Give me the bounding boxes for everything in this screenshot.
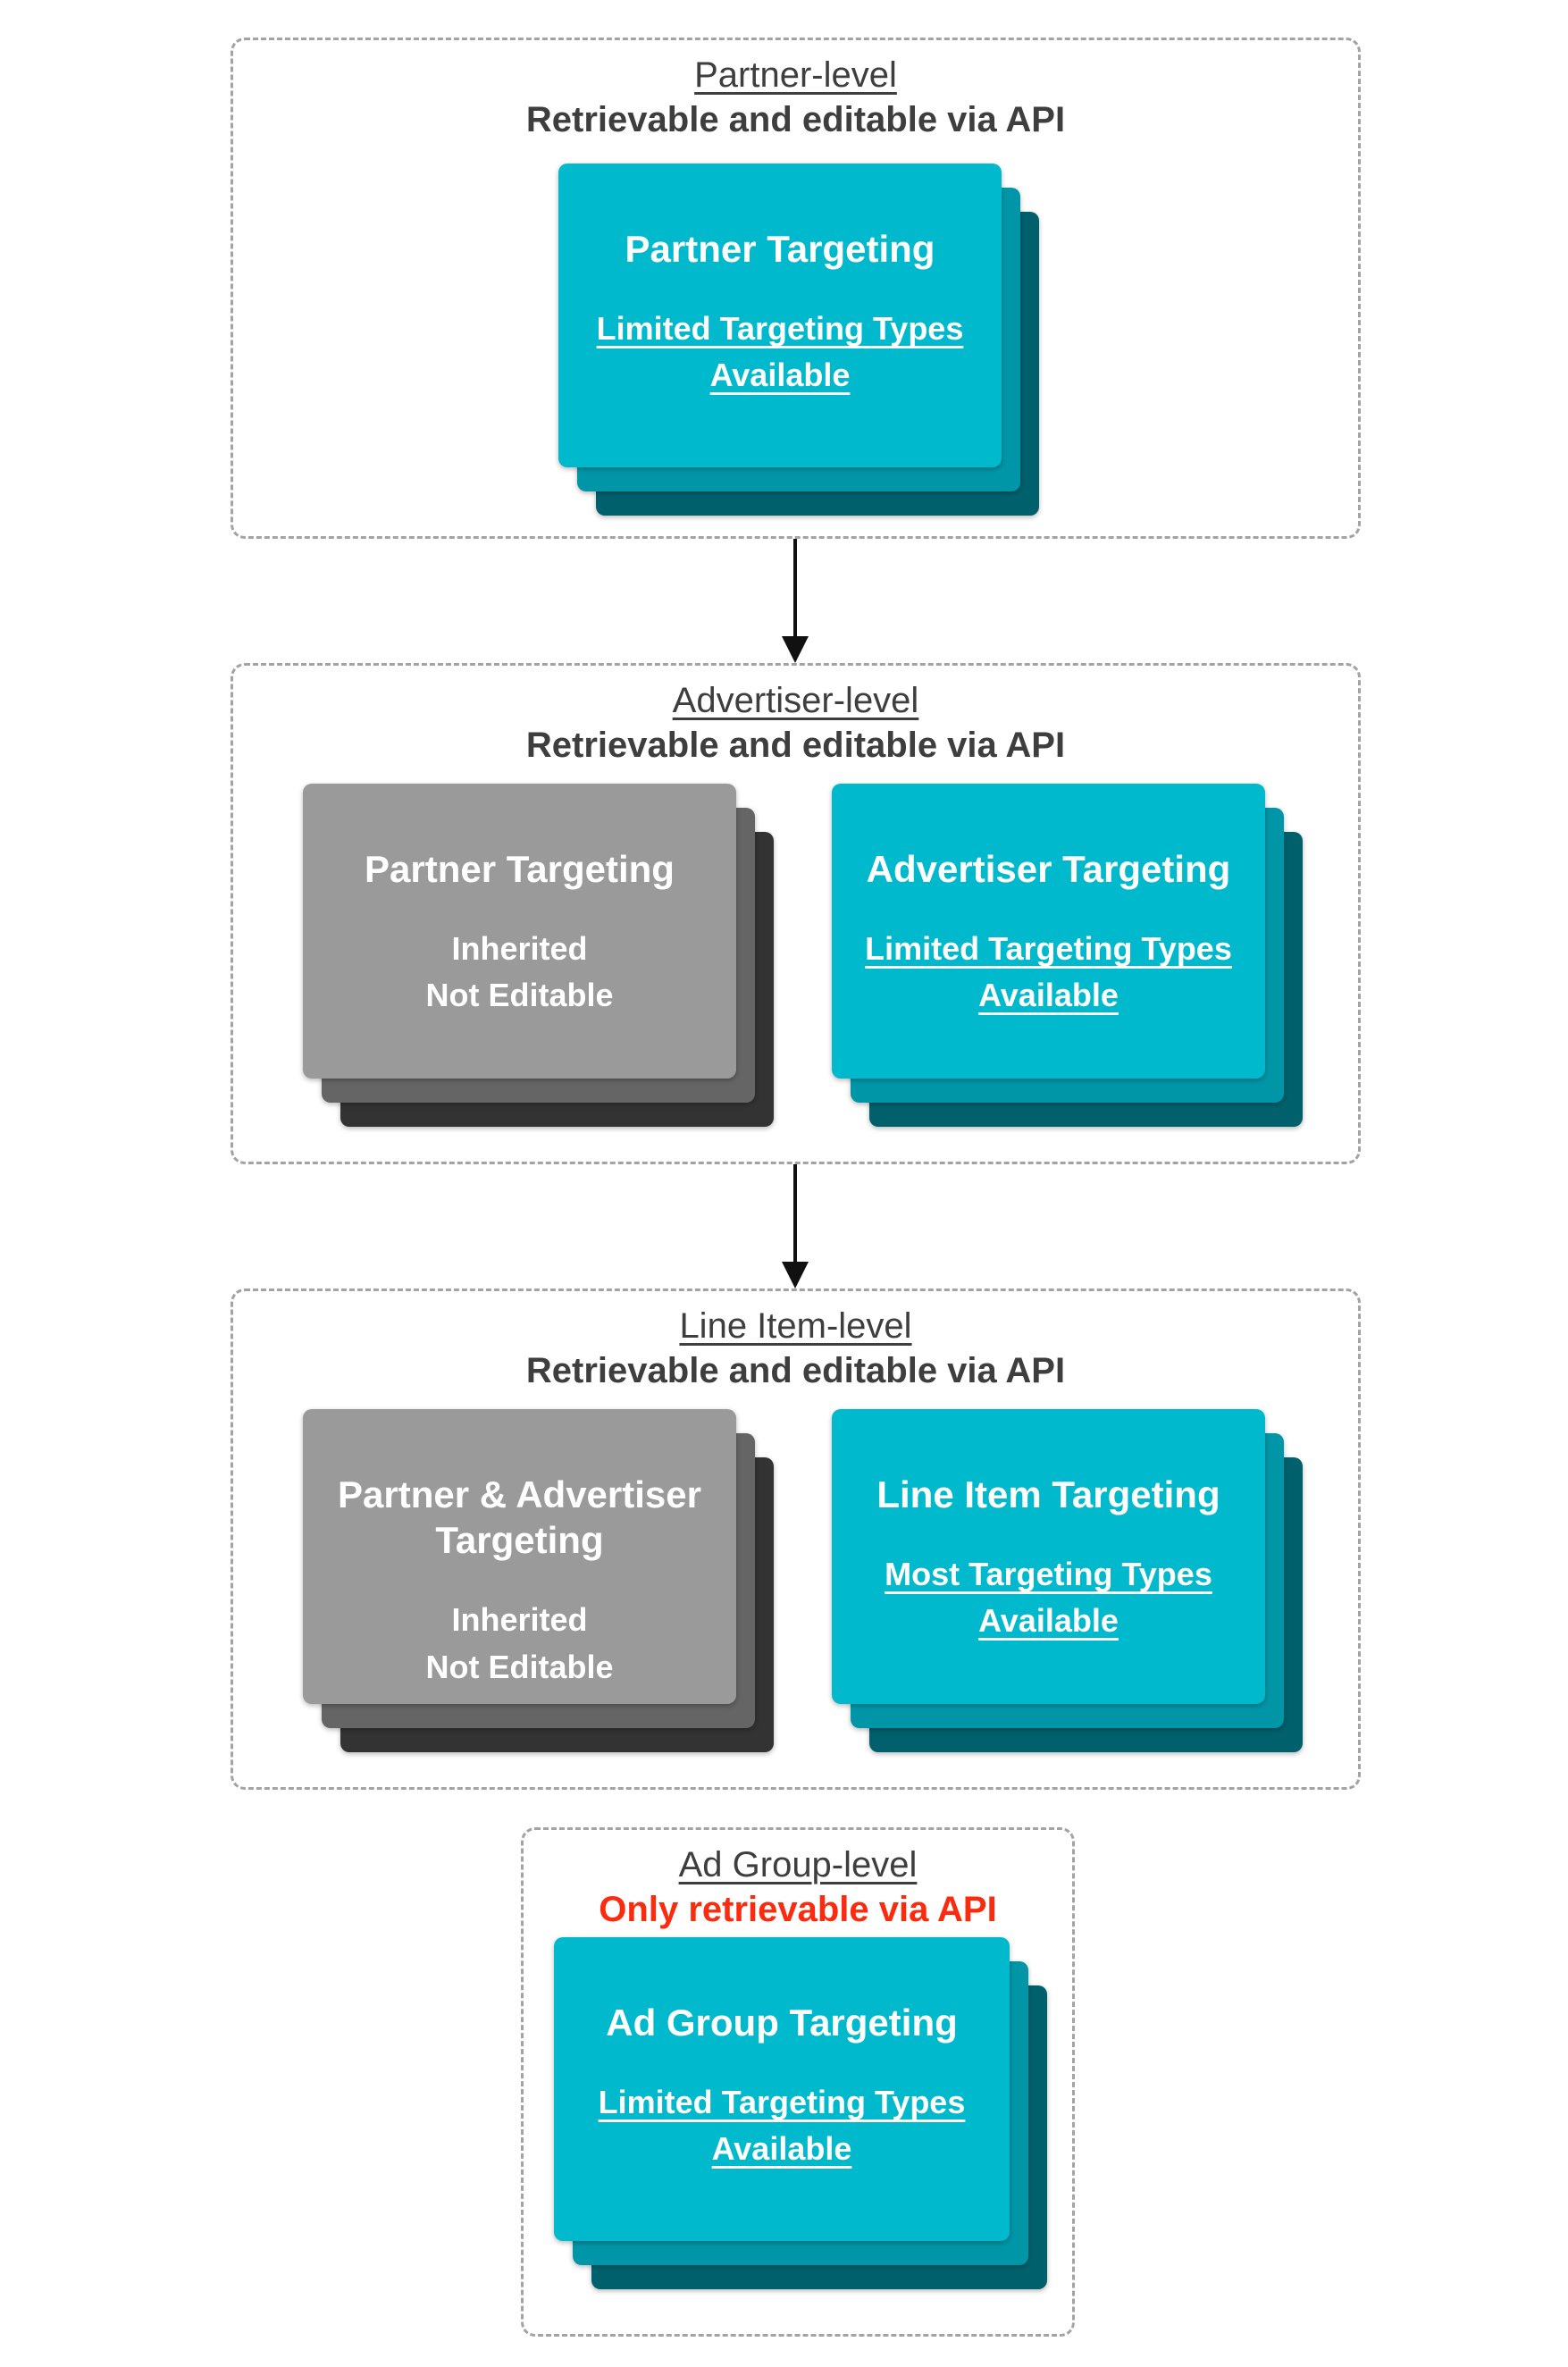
card-front: Partner & Advertiser Targeting Inherited… xyxy=(303,1409,736,1704)
card-front: Partner Targeting Limited Targeting Type… xyxy=(558,164,1002,467)
section-title: Advertiser-level xyxy=(672,681,919,720)
flow-arrow-advertiser-to-line-item xyxy=(782,1164,809,1288)
section-subtitle: Retrievable and editable via API xyxy=(525,100,1066,139)
card-subtitle-line: Inherited xyxy=(451,1601,588,1639)
section-subtitle: Only retrievable via API xyxy=(599,1890,997,1929)
card-subtitle-line: Not Editable xyxy=(425,1648,614,1685)
card-front: Line Item Targeting Most Targeting Types… xyxy=(832,1409,1265,1704)
card-front: Advertiser Targeting Limited Targeting T… xyxy=(832,784,1265,1079)
card-subtitle: Limited Targeting Types Available xyxy=(597,306,964,399)
card-subtitle: Most Targeting Types Available xyxy=(885,1551,1212,1644)
arrow-shaft xyxy=(793,539,797,636)
card-subtitle-line: Limited Targeting Types xyxy=(598,2084,966,2121)
arrow-shaft xyxy=(793,1164,797,1262)
arrow-down-icon xyxy=(782,1262,809,1288)
card-subtitle-line: Available xyxy=(709,357,851,394)
card-subtitle-line: Not Editable xyxy=(425,977,614,1014)
card-subtitle-line: Available xyxy=(978,1602,1119,1640)
section-title: Partner-level xyxy=(694,55,897,95)
section-subtitle: Retrievable and editable via API xyxy=(525,1351,1066,1390)
flow-arrow-partner-to-advertiser xyxy=(782,539,809,663)
section-title: Ad Group-level xyxy=(678,1845,918,1884)
card-title: Advertiser Targeting xyxy=(866,848,1231,890)
card-title: Partner & Advertiser Targeting xyxy=(338,1473,701,1562)
section-subtitle: Retrievable and editable via API xyxy=(525,726,1066,765)
card-subtitle: Inherited Not Editable xyxy=(425,1597,613,1690)
card-subtitle: Inherited Not Editable xyxy=(425,926,613,1019)
card-subtitle: Limited Targeting Types Available xyxy=(599,2079,966,2172)
card-subtitle-line: Inherited xyxy=(451,930,588,968)
section-ad-group-level: Ad Group-level Only retrievable via API … xyxy=(521,1827,1075,2337)
card-subtitle-line: Most Targeting Types xyxy=(885,1556,1212,1593)
card-title: Line Item Targeting xyxy=(876,1473,1220,1515)
section-line-item-level: Line Item-level Retrievable and editable… xyxy=(231,1288,1361,1790)
section-advertiser-level: Advertiser-level Retrievable and editabl… xyxy=(231,663,1361,1164)
card-title: Ad Group Targeting xyxy=(606,2002,958,2044)
card-subtitle-line: Available xyxy=(711,2130,852,2168)
card-subtitle-line: Available xyxy=(978,977,1119,1014)
card-title: Partner Targeting xyxy=(365,848,675,890)
section-title: Line Item-level xyxy=(679,1306,912,1346)
card-subtitle-line: Limited Targeting Types xyxy=(865,930,1232,968)
arrow-down-icon xyxy=(782,636,809,663)
card-front: Partner Targeting Inherited Not Editable xyxy=(303,784,736,1079)
card-subtitle: Limited Targeting Types Available xyxy=(865,926,1232,1019)
section-partner-level: Partner-level Retrievable and editable v… xyxy=(231,38,1361,539)
card-title: Partner Targeting xyxy=(625,228,935,270)
card-front: Ad Group Targeting Limited Targeting Typ… xyxy=(554,1937,1010,2241)
card-subtitle-line: Limited Targeting Types xyxy=(596,310,964,348)
